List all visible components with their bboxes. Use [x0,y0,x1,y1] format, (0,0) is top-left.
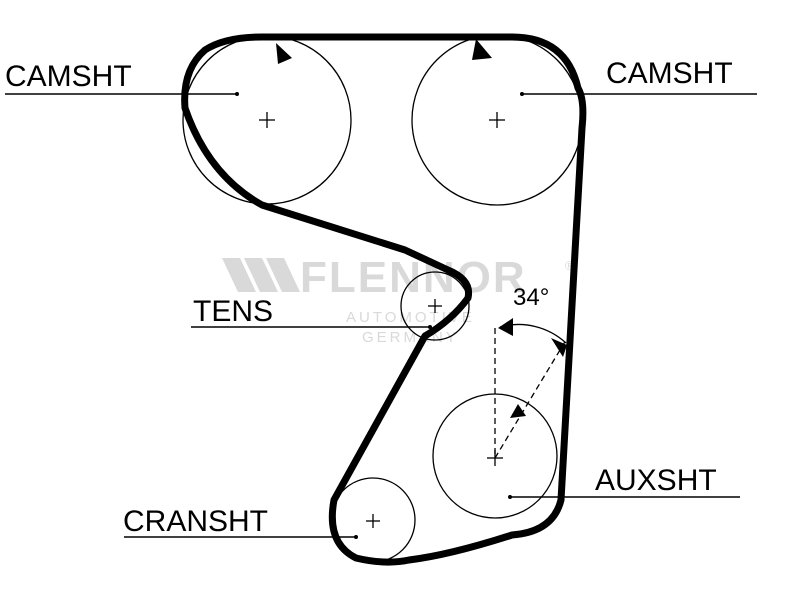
watermark-registered: ® [565,258,578,273]
auxiliary-shaft-label: AUXSHT [595,464,717,497]
camshaft-left-leader-dot [235,92,239,96]
angle-label: 34° [513,284,549,311]
rotation-arrows [276,39,492,64]
angle-arrow-right-icon [551,338,567,357]
camshaft-left-center-mark [259,112,275,128]
component-labels: CAMSHT CAMSHT TENS AUXSHT CRANSHT [5,57,733,538]
direction-arrow-icon [510,404,526,418]
crankshaft-leader-dot [354,535,358,539]
angled-reference-line [494,339,567,459]
leader-lines [5,92,757,539]
watermark-logo [222,258,300,292]
camshaft-right-arrow-icon [472,39,492,60]
crankshaft-center-mark [366,514,380,528]
camshaft-right-center-mark [489,112,505,128]
angle-arrow-left-icon [498,318,513,336]
watermark: FLENNOR ® AUTOMOTIVE GERMANY [222,253,578,346]
camshaft-left-arrow-icon [276,43,292,64]
tensioner-label: TENS [193,295,273,328]
watermark-brand: FLENNOR [300,253,527,302]
tensioner-leader-dot [428,325,432,329]
auxiliary-leader-dot [508,495,512,499]
timing-belt [181,33,587,566]
camshaft-right-leader-dot [520,92,524,96]
crankshaft-label: CRANSHT [123,505,268,538]
camshaft-right-label: CAMSHT [606,57,733,90]
watermark-line2: GERMANY [362,329,459,346]
tensioner-center-mark [428,299,442,313]
angle-construction: 34° [494,284,567,459]
camshaft-left-label: CAMSHT [5,60,132,93]
tensioner-pulley [400,271,470,341]
